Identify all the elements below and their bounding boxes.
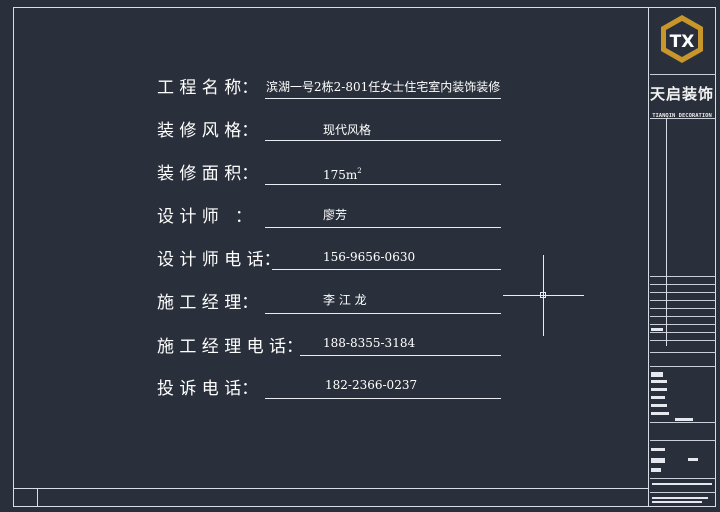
underline-designer [265,227,501,228]
crosshair-cursor-vertical [543,255,544,336]
field-value-designer-phone[interactable]: 156-9656-0630 [323,250,416,264]
svg-text:TX: TX [670,32,695,52]
underline-area [265,184,501,185]
underline-complaint-phone [265,398,501,399]
bottom-border-line [13,488,649,489]
field-value-manager-phone[interactable]: 188-8355-3184 [323,336,416,350]
field-value-area[interactable]: 175m2 [323,167,362,182]
underline-project-name [265,98,501,99]
title-block: TX 天启装饰 TIANQIN DECORATION [648,7,716,507]
field-value-style[interactable]: 现代风格 [323,123,372,137]
field-label-designer: 设 计 师 ： [157,207,253,227]
field-value-complaint-phone[interactable]: 182-2366-0237 [325,378,418,392]
crosshair-pickbox-icon [540,292,546,298]
field-label-manager-phone: 施 工 经 理 电 话： [157,337,304,357]
title-block-divider [648,7,649,507]
hexagon-tq-logo-icon: TX [661,15,703,63]
area-unit-superscript: 2 [357,167,362,175]
drawing-border [13,7,716,507]
underline-manager-phone [300,355,501,356]
underline-designer-phone [272,269,501,270]
field-label-complaint-phone: 投 诉 电 话： [157,379,259,399]
brand-name: 天启装饰 [650,85,715,103]
field-label-construction-manager: 施 工 经 理： [157,293,259,313]
field-label-designer-phone: 设 计 师 电 话： [157,250,281,270]
field-value-designer[interactable]: 廖芳 [323,208,348,222]
bottom-strip-divider [37,488,38,507]
underline-style [265,140,501,141]
field-label-area: 装 修 面 积： [157,164,259,184]
brand-subtitle: TIANQIN DECORATION [652,113,712,119]
field-value-project-name[interactable]: 滨湖一号2栋2-801任女士住宅室内装饰装修 [266,80,501,94]
logo: TX [648,7,716,74]
field-label-project-name: 工 程 名 称： [157,78,259,98]
underline-construction-manager [265,313,501,314]
title-block-inner-divider [666,118,667,346]
field-value-construction-manager[interactable]: 李 江 龙 [323,293,367,307]
field-label-style: 装 修 风 格： [157,121,259,141]
